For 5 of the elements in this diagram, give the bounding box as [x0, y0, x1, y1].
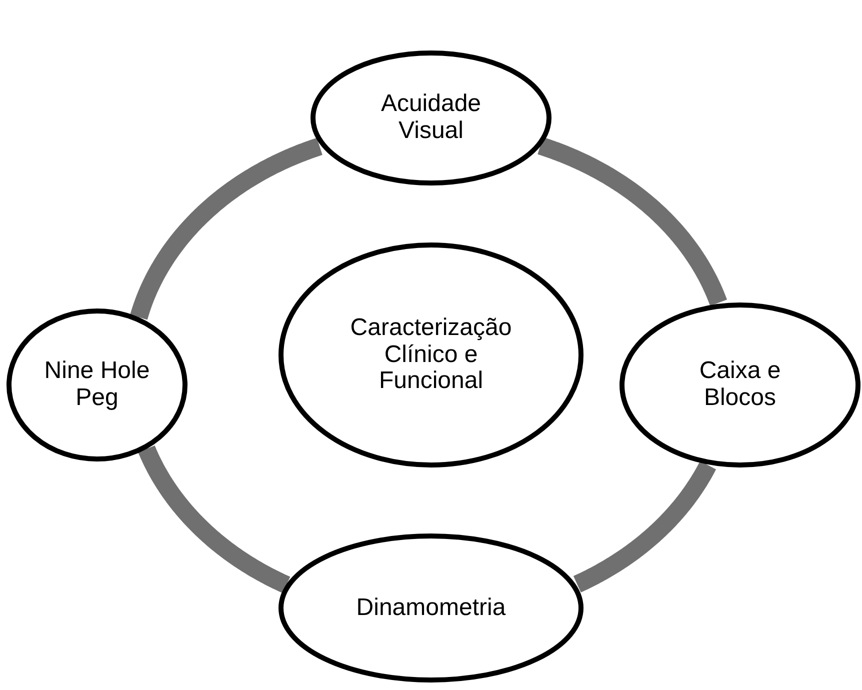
- node-label: Caixa e Blocos: [698, 358, 782, 412]
- node-label: Caracterização Clínico e Funcional: [349, 314, 513, 396]
- node-label: Acuidade Visual: [380, 91, 482, 145]
- node-label: Dinamometria: [356, 594, 506, 622]
- node-label: Nine Hole Peg: [43, 358, 151, 412]
